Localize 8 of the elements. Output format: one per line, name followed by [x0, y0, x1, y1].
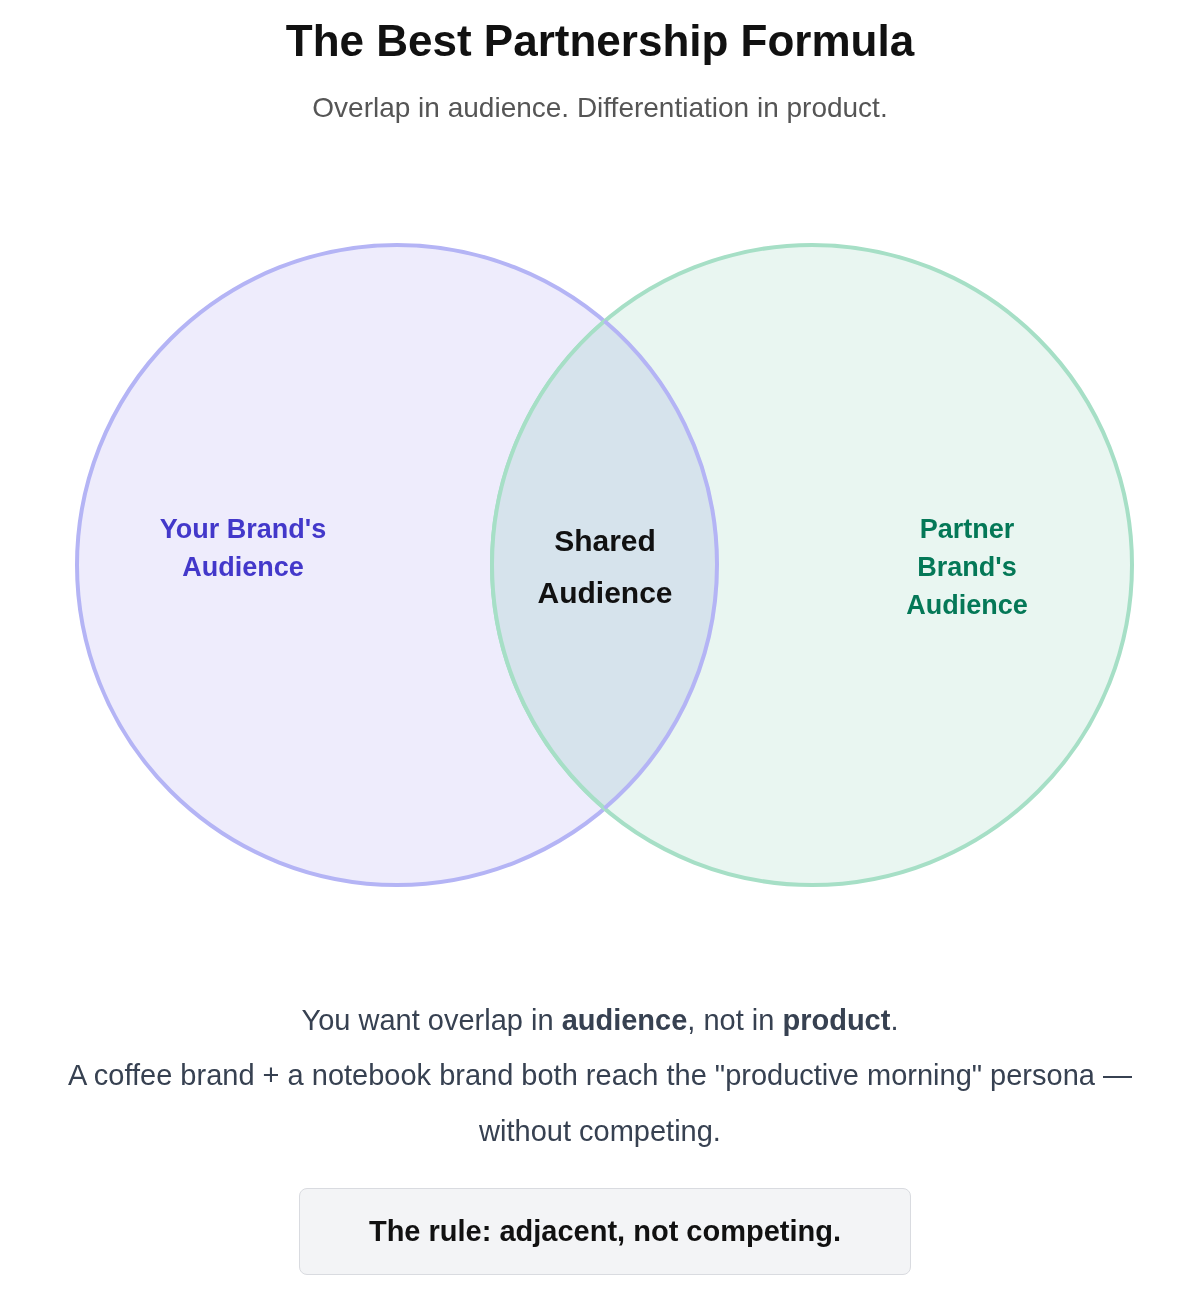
body-text: A coffee brand + a notebook brand both reach the "productive morning" persona — without competing. [67, 1058, 1133, 1149]
subtitle: Overlap in audience. Differentiation in product. [311, 92, 889, 124]
title: The Best Partnership Formula [284, 16, 916, 66]
rule-callout: The rule: adjacent, not competing. [299, 1188, 911, 1275]
region-label: Your Brand's Audience [158, 513, 328, 584]
region-label: Shared Audience [536, 523, 674, 611]
region-label: Partner Brand's Audience [905, 513, 1029, 622]
body-text: You want overlap in audience, not in product. [300, 1003, 900, 1038]
